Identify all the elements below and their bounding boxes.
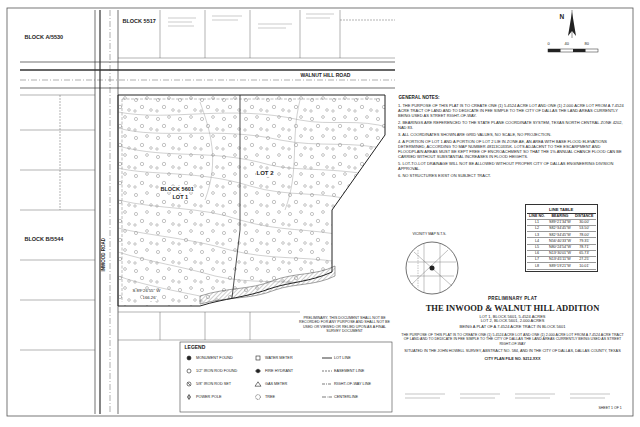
legend-symbol <box>184 394 194 400</box>
legend-text: RIGHT-OF-WAY LINE <box>334 382 371 387</box>
table-cell: 10.01' <box>573 263 596 269</box>
title-text: PRELIMINARY PLAT <box>400 296 625 302</box>
general-note: 6. NO STRUCTURES EXIST ON SUBJECT TRACT. <box>398 173 626 178</box>
map-label: N <box>559 13 565 20</box>
map-label: 0 <box>547 42 550 47</box>
legend-text: POWER POLE <box>196 395 222 400</box>
legend-symbol <box>253 381 263 387</box>
map-label: 80 <box>584 42 589 47</box>
legend-item: FIRE HYDRANT <box>253 368 293 374</box>
table-cell: S89°19'21"W <box>547 263 573 269</box>
notes-column: 1. THE PURPOSE OF THIS PLAT IS TO CREATE… <box>398 103 626 179</box>
legend-symbol <box>184 381 194 387</box>
map-label: PRELIMINARY, THIS DOCUMENT SHALL NOT BE … <box>298 316 391 334</box>
legend-text: EASEMENT LINE <box>334 369 364 374</box>
line-table-grid: LINE NO.BEARINGDISTANCEL1S89°21'34"W30.0… <box>527 213 596 270</box>
legend-item: LOT LINE <box>322 355 351 361</box>
legend-item: CENTERLINE <box>322 394 358 400</box>
map-label: BLOCK A/5530 <box>24 34 64 40</box>
legend-item: RIGHT-OF-WAY LINE <box>322 381 371 387</box>
legend-symbol <box>322 355 332 361</box>
legend-text: MONUMENT FOUND <box>196 356 233 361</box>
map-label: INWOOD ROAD <box>101 238 106 273</box>
legend-text: CENTERLINE <box>334 395 358 400</box>
legend-text: 5/8" IRON ROD SET <box>196 382 231 387</box>
map-label: 40 <box>564 42 569 47</box>
legend-symbol <box>322 381 332 387</box>
title-text: THE PURPOSE OF THIS PLAT IS TO CREATE ON… <box>400 333 625 346</box>
legend-symbol <box>322 368 332 374</box>
legend-item: 1/2" IRON ROD FOUND <box>184 368 237 374</box>
general-note: 4. A PORTION OF LOT 1 AND A PORTION OF L… <box>398 139 626 160</box>
legend-symbol <box>184 368 194 374</box>
legend-item: GAS METER <box>253 381 287 387</box>
map-label: GENERAL NOTES: <box>398 95 440 100</box>
general-note: 1. THE PURPOSE OF THIS PLAT IS TO CREATE… <box>398 103 626 119</box>
title-text: SITUATED IN THE JOHN HOWELL SURVEY, ABST… <box>400 349 625 354</box>
legend-text: TREE <box>265 395 275 400</box>
map-label: S 89°26'55" W <box>132 289 161 294</box>
map-label: LOT 1 <box>172 194 189 200</box>
legend-symbol <box>322 394 332 400</box>
map-label: BLOCK 5517 <box>122 18 156 24</box>
legend-text: GAS METER <box>265 382 287 387</box>
legend-text: FIRE HYDRANT <box>265 369 293 374</box>
legend-item: 5/8" IRON ROD SET <box>184 381 231 387</box>
general-note: 5. LOT-TO-LOT DRAINAGE WILL NOT BE ALLOW… <box>398 161 626 171</box>
title-text: THE INWOOD & WALNUT HILL ADDITION <box>400 303 625 313</box>
map-label: LOT 2 <box>256 170 274 177</box>
map-label: BLOCK B/5544 <box>24 236 64 242</box>
line-table: LINE TABLELINE NO.BEARINGDISTANCEL1S89°2… <box>525 204 598 272</box>
legend-item: WATER METER <box>253 355 293 361</box>
title-block: PRELIMINARY PLATTHE INWOOD & WALNUT HILL… <box>400 296 625 361</box>
map-label: VICINITY MAP N.T.S. <box>412 232 447 236</box>
map-label: WALNUT HILL ROAD <box>300 73 351 79</box>
legend-item: MONUMENT FOUND <box>184 355 233 361</box>
legend-symbol <box>184 355 194 361</box>
legend-symbol <box>253 394 263 400</box>
legend-item: TREE <box>253 394 275 400</box>
legend-text: LOT LINE <box>334 356 351 361</box>
legend-text: 1/2" IRON ROD FOUND <box>196 369 237 374</box>
general-note: 3. ALL COORDINATES SHOWN ARE GRID VALUES… <box>398 132 626 137</box>
map-label: LEGEND <box>184 345 206 351</box>
map-label: SHEET 1 OF 1 <box>598 406 622 410</box>
legend-symbol <box>253 355 263 361</box>
title-text: CITY PLAN FILE NO. S212-XXX <box>400 357 625 362</box>
title-text: LOT 2, BLOCK 5601, 2.000 ACRES <box>400 319 625 324</box>
table-cell: L8 <box>527 263 547 269</box>
legend-symbol <box>253 368 263 374</box>
map-label: BLOCK 5601 <box>160 186 194 192</box>
general-note: 2. BEARINGS ARE REFERENCED TO THE STATE … <box>398 120 626 130</box>
map-label: 166.26' <box>142 296 157 301</box>
legend-text: WATER METER <box>265 356 293 361</box>
legend-item: POWER POLE <box>184 394 222 400</box>
title-text: BEING A PLAT OF A 7.4524 ACRE TRACT IN B… <box>400 325 625 330</box>
legend-item: EASEMENT LINE <box>322 368 364 374</box>
